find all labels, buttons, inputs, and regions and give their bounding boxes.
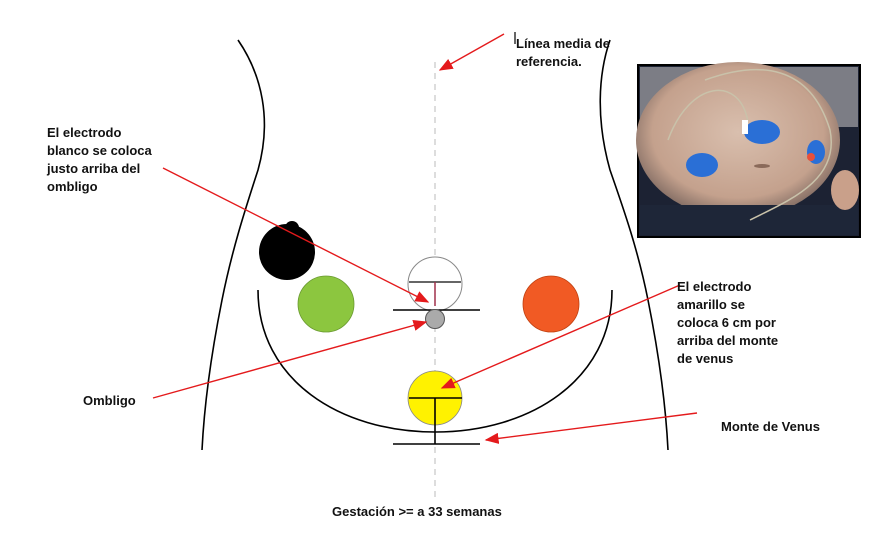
arrow-midline	[438, 33, 505, 71]
green-electrode	[297, 275, 355, 333]
label-yellow-electrode: El electrodo amarillo se coloca 6 cm por…	[677, 279, 779, 366]
orange-electrode	[522, 275, 580, 333]
arrow-white-electrode	[162, 167, 430, 303]
label-white-electrode: El electrodo blanco se coloca justo arri…	[47, 125, 152, 194]
label-gestation: Gestación >= a 33 semanas	[332, 504, 502, 519]
label-midline: Línea media de referencia.	[516, 36, 610, 69]
arrow-navel	[152, 319, 428, 399]
photo-abdomen-electrodes	[636, 62, 861, 238]
body-outline-right	[599, 39, 669, 451]
label-navel: Ombligo	[83, 393, 136, 408]
body-outline-left	[201, 39, 266, 451]
arrow-mons	[484, 412, 698, 444]
navel	[425, 309, 445, 329]
label-mons: Monte de Venus	[721, 419, 820, 434]
arrow-yellow-electrode	[440, 284, 681, 389]
